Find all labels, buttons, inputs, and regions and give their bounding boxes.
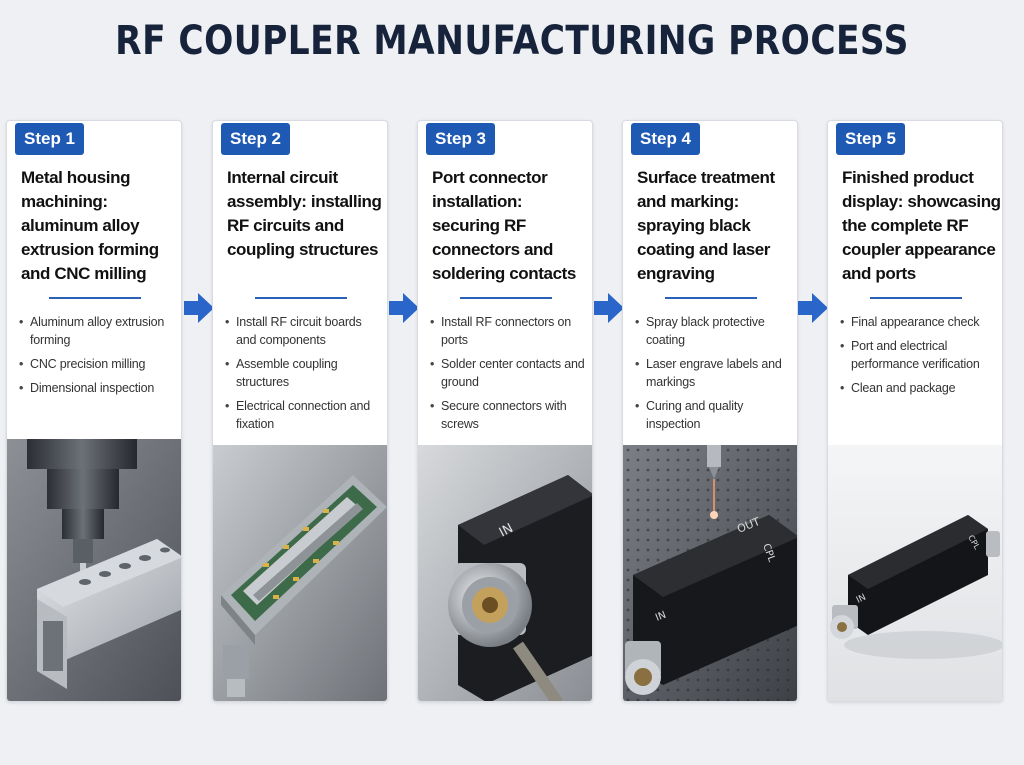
step-bullets: Install RF circuit boards and components…	[225, 313, 383, 439]
step-card-3: Step 3 Port connector installation: secu…	[417, 120, 593, 702]
divider	[49, 297, 141, 299]
arrow-right-icon	[389, 293, 419, 323]
arrow-right-icon	[184, 293, 214, 323]
step-heading: Surface treatment and marking: spraying …	[637, 168, 775, 283]
step-badge: Step 3	[426, 123, 496, 155]
bullet-item: Assemble coupling structures	[225, 355, 383, 391]
step-badge: Step 2	[221, 123, 291, 155]
arrow-right-icon	[594, 293, 624, 323]
divider	[460, 297, 552, 299]
step-heading: Port connector installation: securing RF…	[432, 168, 576, 283]
divider	[665, 297, 757, 299]
in-engraving: IN	[855, 593, 868, 606]
step-badge: Step 5	[836, 123, 906, 155]
bullet-item: Spray black protective coating	[635, 313, 793, 349]
in-engraving: IN	[654, 610, 668, 624]
circuit-assembly-photo	[213, 445, 387, 701]
bullet-item: Aluminum alloy extrusion forming	[19, 313, 177, 349]
cnc-milling-photo	[7, 439, 181, 701]
divider	[255, 297, 347, 299]
finished-product-photo: IN CPL	[828, 445, 1002, 701]
step-badge: Step 1	[15, 123, 85, 155]
step-badge: Step 4	[631, 123, 701, 155]
in-engraving: IN	[497, 521, 516, 541]
bullet-item: Final appearance check	[840, 313, 998, 331]
bullet-item: Curing and quality inspection	[635, 397, 793, 433]
step-card-1: Step 1 Metal housing machining: aluminum…	[6, 120, 182, 702]
bullet-item: Laser engrave labels and markings	[635, 355, 793, 391]
laser-engraving-photo: OUT CPL IN	[623, 445, 797, 701]
step-heading: Metal housing machining: aluminum alloy …	[21, 168, 159, 283]
step-card-2: Step 2 Internal circuit assembly: instal…	[212, 120, 388, 702]
step-bullets: Spray black protective coating Laser eng…	[635, 313, 793, 439]
bullet-item: Solder center contacts and ground	[430, 355, 588, 391]
page-title: RF COUPLER MANUFACTURING PROCESS	[115, 18, 909, 64]
connector-soldering-photo: IN	[418, 445, 592, 701]
bullet-item: Clean and package	[840, 379, 998, 397]
bullet-item: Install RF connectors on ports	[430, 313, 588, 349]
bullet-item: Secure connectors with screws	[430, 397, 588, 433]
divider	[870, 297, 962, 299]
bullet-item: Install RF circuit boards and components	[225, 313, 383, 349]
step-bullets: Install RF connectors on ports Solder ce…	[430, 313, 588, 439]
step-heading: Finished product display: showcasing the…	[842, 168, 1001, 283]
step-bullets: Aluminum alloy extrusion forming CNC pre…	[19, 313, 177, 403]
step-card-4: Step 4 Surface treatment and marking: sp…	[622, 120, 798, 702]
step-card-5: Step 5 Finished product display: showcas…	[827, 120, 1003, 702]
bullet-item: Port and electrical performance verifica…	[840, 337, 998, 373]
step-heading: Internal circuit assembly: installing RF…	[227, 168, 382, 259]
bullet-item: Dimensional inspection	[19, 379, 177, 397]
arrow-right-icon	[798, 293, 828, 323]
step-bullets: Final appearance check Port and electric…	[840, 313, 998, 403]
bullet-item: Electrical connection and fixation	[225, 397, 383, 433]
bullet-item: CNC precision milling	[19, 355, 177, 373]
